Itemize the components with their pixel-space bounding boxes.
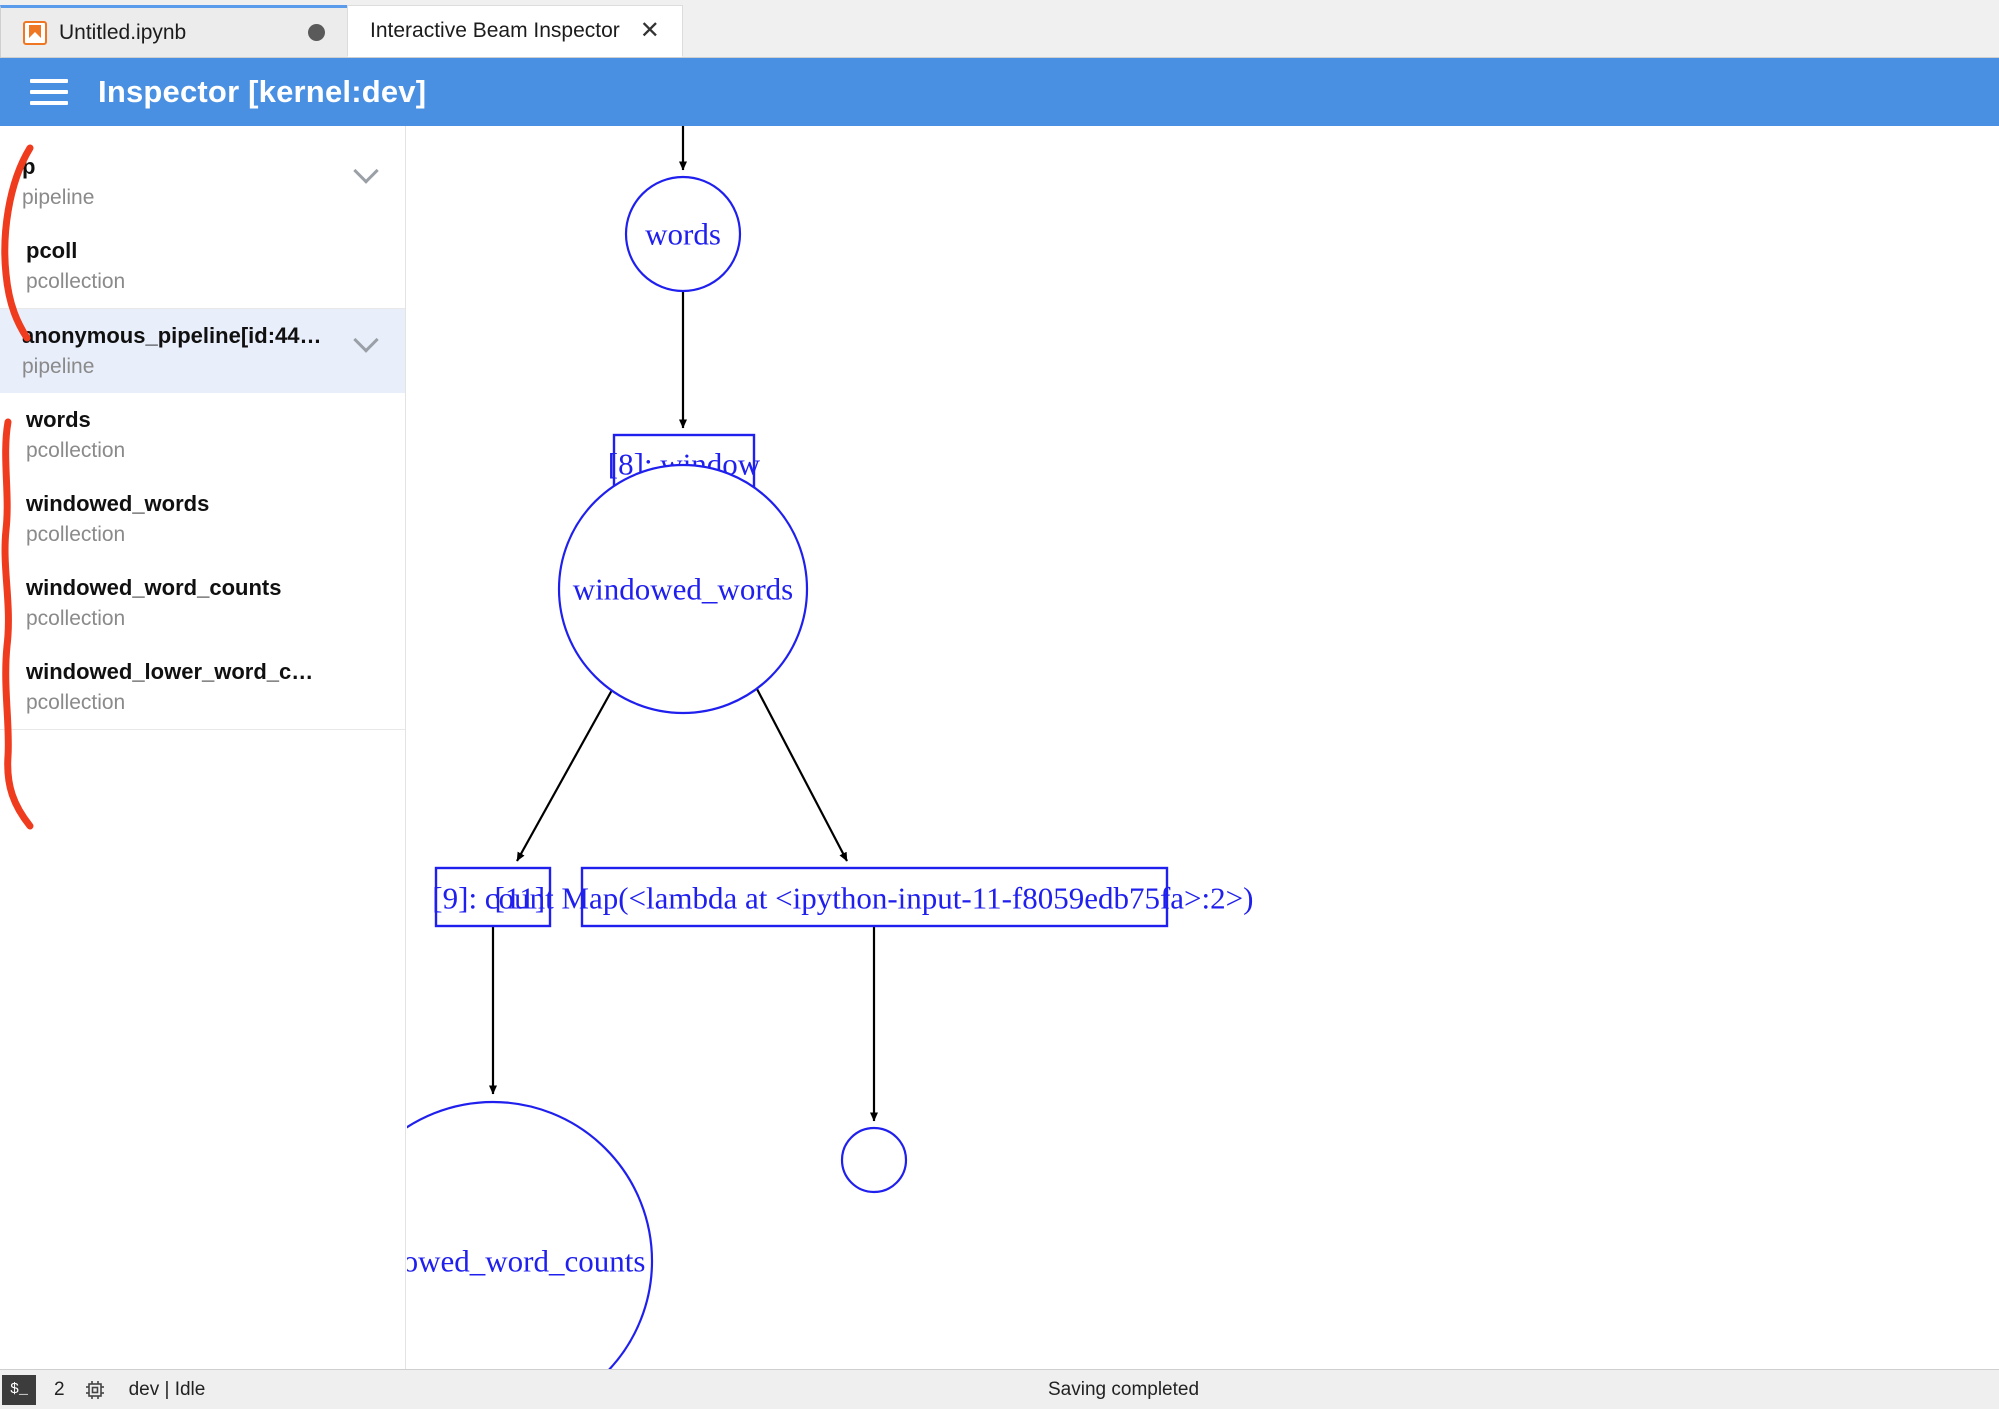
sidebar-item-type: pcollection bbox=[26, 270, 126, 293]
inspector-body: p pipeline pcoll pcollection anonymous_p… bbox=[0, 126, 1999, 1369]
terminal-icon[interactable]: $_ bbox=[2, 1374, 36, 1405]
sidebar-item-windowed-word-counts[interactable]: windowed_word_counts pcollection bbox=[0, 561, 405, 645]
sidebar-item-anonymous-pipeline[interactable]: anonymous_pipeline[id:44516… pipeline bbox=[0, 309, 405, 393]
sidebar-item-type: pcollection bbox=[26, 691, 126, 714]
sidebar-item-type: pipeline bbox=[22, 186, 95, 209]
graph-node-map[interactable]: [11]: Map(<lambda at <ipython-input-11-f… bbox=[495, 866, 1254, 928]
hamburger-icon[interactable] bbox=[30, 79, 68, 105]
sidebar-item-type: pcollection bbox=[26, 607, 126, 630]
sidebar-item-words[interactable]: words pcollection bbox=[0, 393, 405, 477]
save-status: Saving completed bbox=[1048, 1378, 1200, 1400]
tab-bar: Untitled.ipynb Interactive Beam Inspecto… bbox=[0, 0, 1999, 58]
sidebar-item-label: windowed_word_counts bbox=[26, 575, 282, 600]
notebook-icon bbox=[23, 20, 47, 45]
cpu-chip-icon[interactable] bbox=[83, 1378, 107, 1402]
graph-node-windowed-word-counts[interactable]: windowed_word_counts bbox=[407, 1100, 654, 1369]
chevron-down-icon[interactable] bbox=[357, 162, 379, 174]
pipeline-graph-canvas[interactable]: words [8]: window windowed_words [9]: co… bbox=[407, 126, 1999, 1369]
sidebar-item-label: windowed_lower_word_counts bbox=[26, 659, 352, 684]
sidebar-item-type: pipeline bbox=[22, 355, 95, 378]
kernel-status[interactable]: dev | Idle bbox=[128, 1378, 206, 1400]
sidebar-item-windowed-words[interactable]: windowed_words pcollection bbox=[0, 477, 405, 561]
sidebar-item-label: windowed_words bbox=[26, 491, 210, 516]
graph-node-label: windowed_words bbox=[573, 572, 793, 607]
inspector-header: Inspector [kernel:dev] bbox=[0, 58, 1999, 126]
graph-node-count[interactable]: [9]: count bbox=[432, 866, 554, 928]
chevron-down-icon[interactable] bbox=[357, 331, 379, 343]
graph-node-label: [11]: Map(<lambda at <ipython-input-11-f… bbox=[495, 881, 1254, 916]
graph-node-unnamed-small[interactable] bbox=[840, 1126, 908, 1194]
graph-node-words[interactable]: words bbox=[624, 175, 742, 293]
sidebar-item-label: pcoll bbox=[26, 238, 78, 263]
graph-node-label: windowed_word_counts bbox=[407, 1244, 645, 1279]
sidebar-item-label: p bbox=[22, 154, 36, 179]
sidebar-item-label: words bbox=[26, 407, 91, 432]
sidebar-item-pcoll[interactable]: pcoll pcollection bbox=[0, 224, 405, 308]
sidebar-group-anonymous-pipeline: anonymous_pipeline[id:44516… pipeline wo… bbox=[0, 309, 405, 730]
sidebar-item-windowed-lower-word-counts[interactable]: windowed_lower_word_counts pcollection bbox=[0, 645, 405, 729]
edge-windowed-words-to-map bbox=[756, 688, 848, 862]
tab-untitled-notebook[interactable]: Untitled.ipynb bbox=[0, 5, 348, 57]
edge-windowed-words-to-count bbox=[516, 689, 613, 862]
sidebar-item-type: pcollection bbox=[26, 439, 126, 462]
sidebar-item-p[interactable]: p pipeline bbox=[0, 140, 405, 224]
tab-label: Interactive Beam Inspector bbox=[370, 19, 620, 42]
graph-node-label: [9]: count bbox=[432, 881, 554, 916]
status-bar: $_ 2 dev | Idle Saving completed bbox=[0, 1369, 1999, 1409]
graph-nodes: words [8]: window windowed_words [9]: co… bbox=[407, 175, 1254, 1369]
sidebar-group-p: p pipeline pcoll pcollection bbox=[0, 140, 405, 309]
tab-interactive-beam-inspector[interactable]: Interactive Beam Inspector ✕ bbox=[347, 5, 683, 57]
pipeline-graph-svg: words [8]: window windowed_words [9]: co… bbox=[407, 126, 1254, 1369]
tab-label: Untitled.ipynb bbox=[59, 20, 187, 44]
sidebar-item-label: anonymous_pipeline[id:44516… bbox=[22, 323, 359, 348]
page-title: Inspector [kernel:dev] bbox=[98, 74, 427, 109]
unsaved-changes-dot[interactable] bbox=[308, 24, 325, 41]
terminal-count: 2 bbox=[54, 1378, 65, 1400]
sidebar-item-type: pcollection bbox=[26, 523, 126, 546]
close-icon[interactable]: ✕ bbox=[639, 17, 660, 44]
inspector-sidebar[interactable]: p pipeline pcoll pcollection anonymous_p… bbox=[0, 126, 406, 1369]
sidebar-top-spacer bbox=[0, 126, 405, 140]
graph-node-label: words bbox=[645, 217, 721, 252]
graph-node-windowed-words[interactable]: windowed_words bbox=[557, 463, 809, 715]
